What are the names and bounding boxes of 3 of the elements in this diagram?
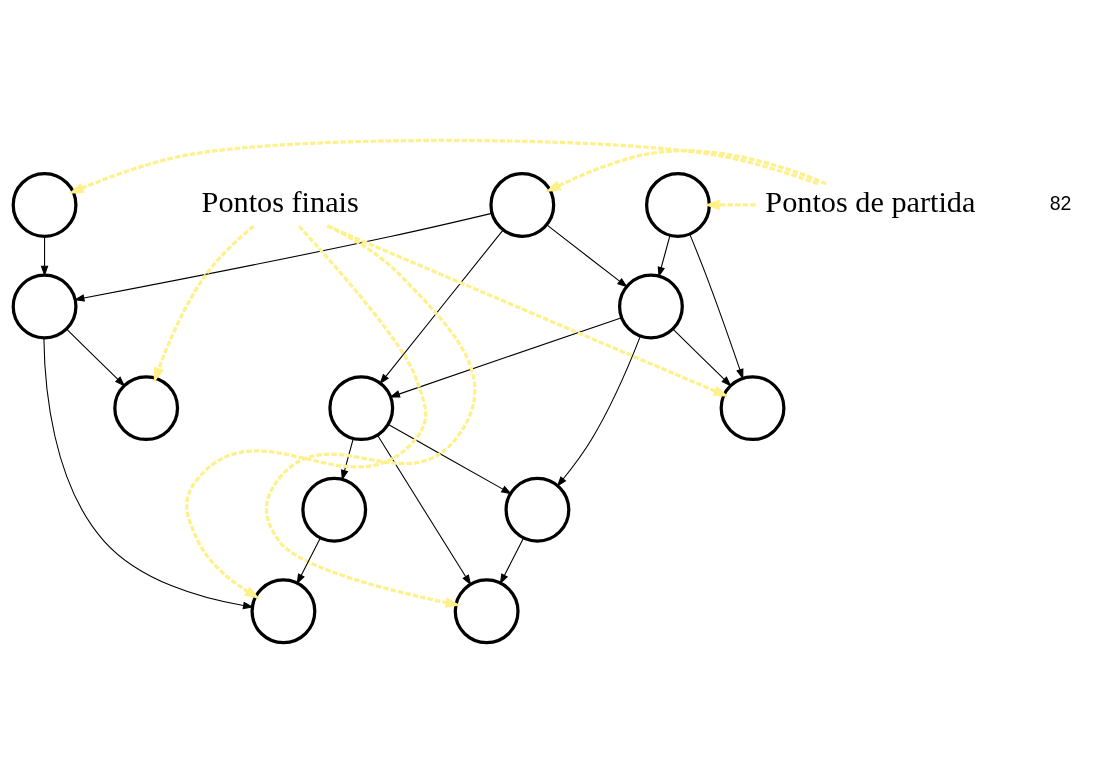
node-text: Pontos finais (201, 185, 359, 220)
node-text: Pontos de partida (765, 185, 976, 220)
label: 82 (1049, 191, 1072, 214)
